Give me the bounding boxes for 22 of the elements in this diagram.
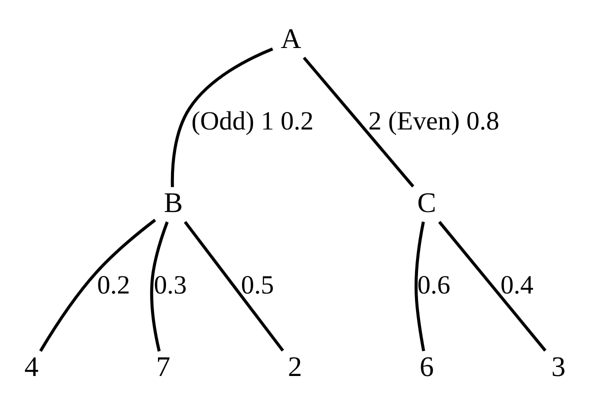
connector xyxy=(150,220,169,352)
connector xyxy=(39,218,156,352)
node-text: C xyxy=(417,188,436,218)
node-text: 2 xyxy=(288,352,302,383)
node-text: B xyxy=(164,188,183,218)
edge-label: 0.5 xyxy=(241,270,274,299)
edge-label: 0.4 xyxy=(500,270,534,299)
node-text: 7 xyxy=(156,352,170,383)
node-text: A xyxy=(280,23,302,54)
connector xyxy=(302,56,414,187)
node-text: 6 xyxy=(420,352,434,383)
connector xyxy=(414,221,426,351)
edge-label: (Odd) 1 0.2 xyxy=(191,106,314,135)
connector xyxy=(438,220,546,352)
connector xyxy=(170,47,274,187)
edge-label: 0.2 xyxy=(97,270,130,299)
node-text: 3 xyxy=(551,352,566,383)
edge-label: 0.3 xyxy=(154,270,187,299)
node-text: 4 xyxy=(24,352,39,383)
edge-label: 2 (Even) 0.8 xyxy=(368,106,500,135)
connector xyxy=(184,220,284,352)
edge-label: 0.6 xyxy=(417,270,450,299)
